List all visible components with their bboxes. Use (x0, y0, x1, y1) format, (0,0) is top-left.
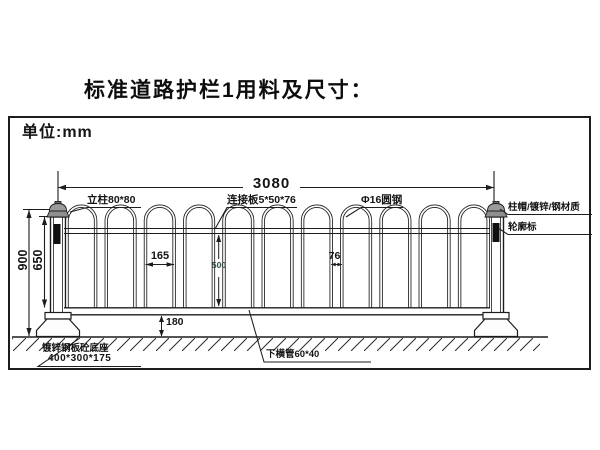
leader-lines (36, 206, 592, 368)
dim-165-lines (145, 262, 175, 267)
label-delineator: 轮廓标 (508, 222, 537, 233)
dim-hoop-gap-value: 76 (328, 250, 341, 262)
label-round-steel: Φ16圆钢 (361, 194, 403, 206)
label-bottom-rail: 下横管60*40 (266, 349, 320, 360)
leader-post-cap (499, 208, 592, 216)
leader-base (36, 337, 141, 368)
dim-180-lines (159, 315, 164, 337)
hoop-tubes-outline (65, 204, 490, 311)
dim-panel-height-value: 650 (31, 249, 45, 271)
left-delineator-reflector (53, 224, 61, 244)
hoop-tube (458, 205, 490, 311)
unit-label: 单位:mm (22, 124, 93, 141)
hoop-tube (65, 204, 98, 311)
leader-bottom-rail (248, 309, 371, 363)
hoop-tube (379, 204, 412, 311)
hoop-tube (223, 205, 254, 311)
hoop-tubes-core (66, 205, 490, 311)
hoop-tube (183, 205, 215, 311)
hoop-tube (105, 205, 136, 311)
hoop-tube (301, 205, 333, 311)
leader-delineator (497, 227, 592, 236)
hoop-tube (262, 205, 293, 311)
dim-post-height-value: 900 (16, 249, 30, 271)
hoop-tube (222, 204, 255, 311)
left-post-base (35, 311, 81, 338)
leader-post-label (69, 206, 141, 213)
dim-hoop-height-value: 500 (211, 260, 227, 270)
hoop-tube (104, 204, 137, 311)
hoop-tube (183, 204, 216, 311)
dim-hoop-width-value: 165 (150, 250, 170, 262)
hoop-tube (418, 204, 451, 311)
dim-3080-lines (57, 171, 495, 202)
label-base-material: 镀锌钢板砼底座 (42, 343, 109, 354)
hoop-tube (144, 205, 175, 311)
page-title: 标准道路护栏1用料及尺寸： (84, 79, 374, 102)
hoop-tube (380, 205, 411, 311)
label-post-cap: 柱帽/镀锌/钢材质 (508, 202, 580, 213)
dim-500-lines (216, 234, 222, 307)
left-post-cap (46, 201, 70, 218)
ground (12, 336, 548, 351)
hoop-tube (419, 205, 450, 311)
right-delineator-reflector (492, 223, 500, 242)
dim-ground-clearance-value: 180 (166, 316, 184, 328)
right-post-cap (484, 201, 508, 218)
label-connector-plate: 连接板5*50*76 (227, 194, 296, 206)
leader-round-steel (345, 206, 403, 218)
label-base-size: 400*300*175 (48, 353, 112, 364)
bottom-rail (64, 307, 490, 316)
dim-overall-width-value: 3080 (252, 175, 291, 192)
right-post-base (473, 311, 519, 338)
drawing-frame (8, 116, 591, 370)
leader-connector-plate (214, 206, 297, 230)
dim-76-lines (331, 262, 342, 267)
top-rail (64, 227, 490, 235)
hoop-tube (66, 205, 97, 311)
hoop-tube (340, 205, 372, 311)
hoop-tube (457, 204, 490, 311)
label-post: 立柱80*80 (87, 194, 136, 206)
hoop-tube (261, 204, 294, 311)
